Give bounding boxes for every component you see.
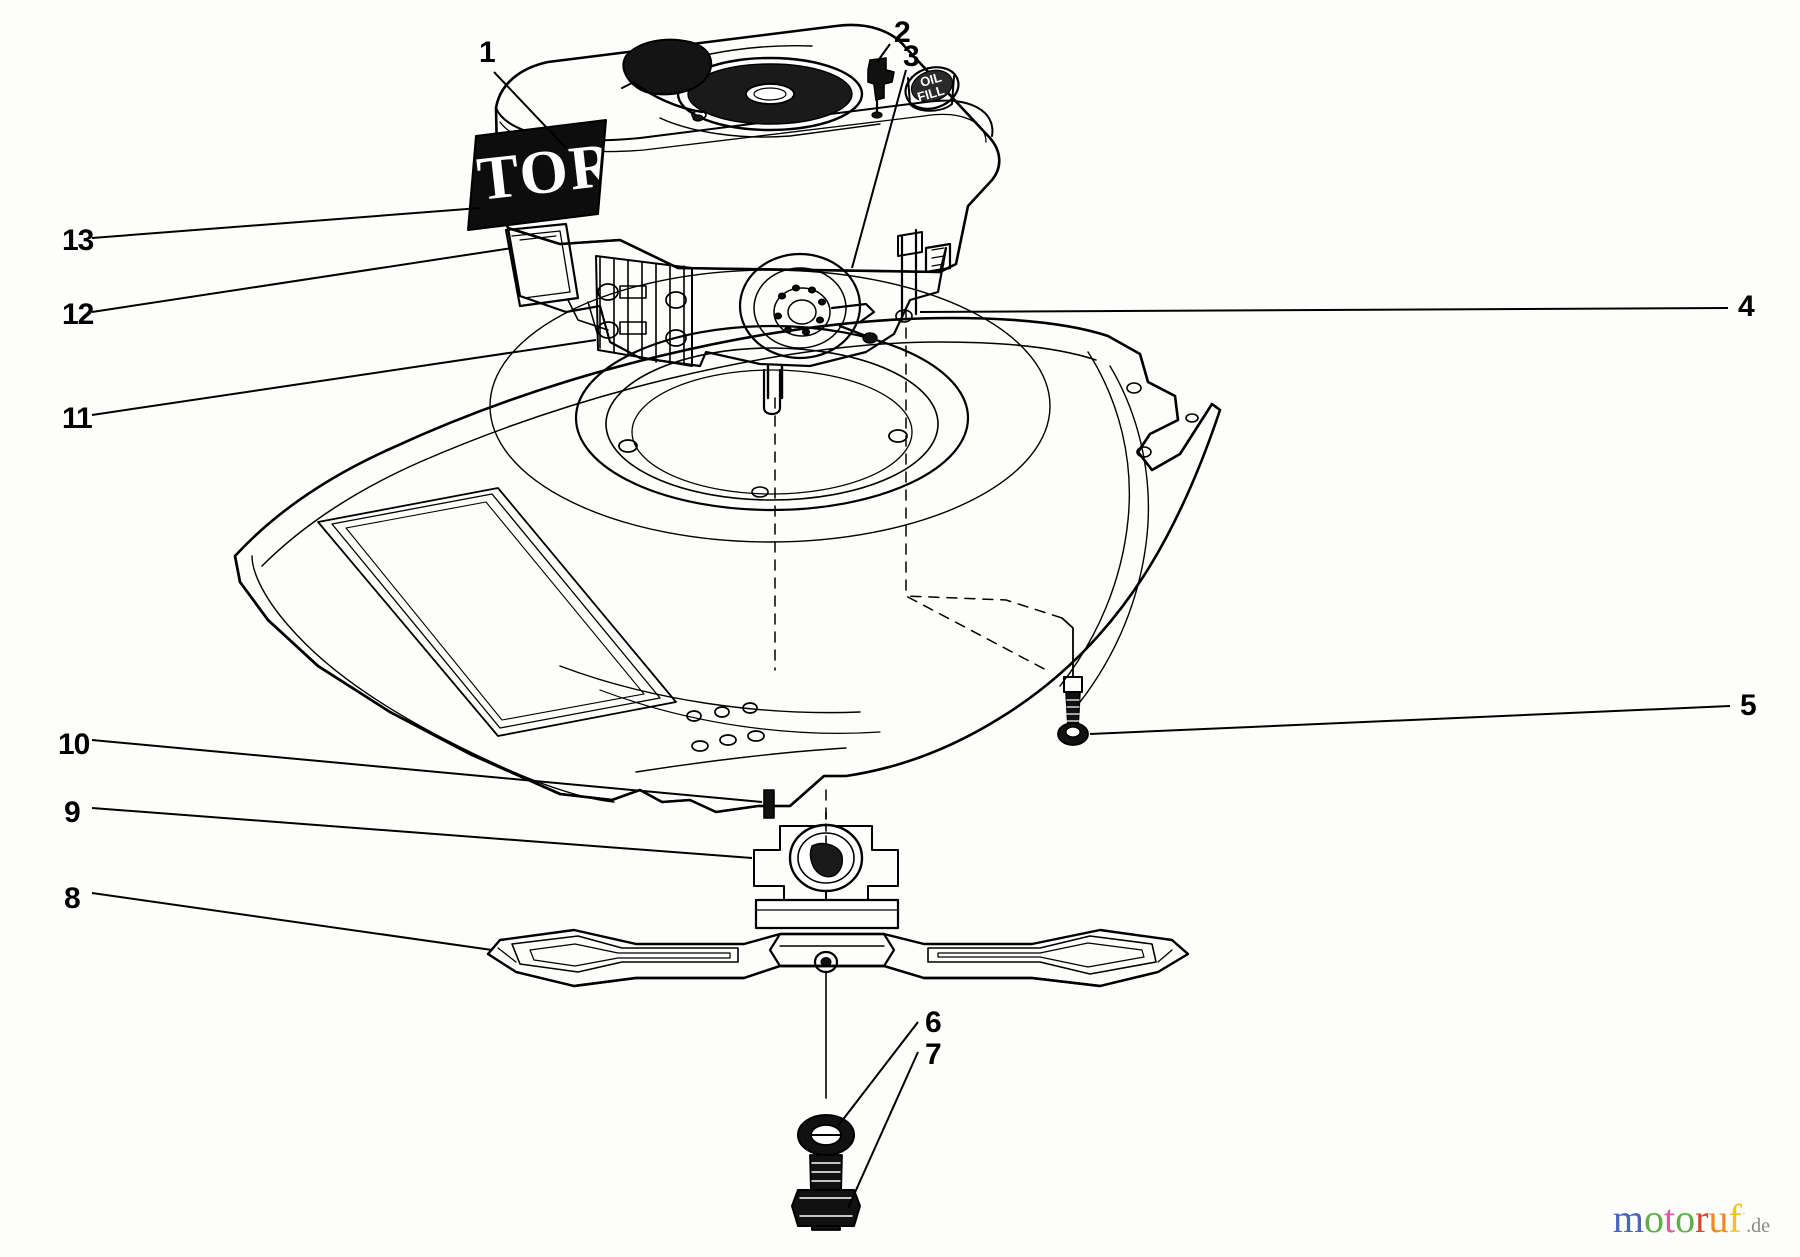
callout-number-muffler: 12	[62, 298, 94, 331]
leader-line-10	[91, 739, 763, 803]
starter-rope-handle	[621, 38, 713, 120]
engine-mount-posts	[895, 228, 952, 323]
watermark-letter: u	[1708, 1196, 1729, 1241]
deck-screw-part5	[1057, 617, 1089, 746]
callout-number-blade-drive-key: 10	[58, 728, 90, 761]
callout-number-cutting-blade: 8	[64, 882, 81, 915]
oil-fill-cap	[904, 66, 960, 112]
leader-line-5	[1089, 705, 1731, 735]
alignment-centerlines	[774, 309, 1063, 827]
callout-number-deck-screw: 5	[1740, 689, 1757, 722]
watermark-letter: m	[1612, 1196, 1644, 1241]
watermark-letter: o	[1643, 1196, 1664, 1241]
engine-assembly	[467, 23, 1001, 400]
callout-number-oil-fill-cap: 3	[903, 40, 920, 73]
watermark-letter: t	[1663, 1196, 1676, 1241]
callout-number-hex-bolt: 7	[925, 1038, 942, 1071]
muffler	[504, 222, 580, 308]
callout-number-lock-washer: 6	[925, 1006, 942, 1039]
leader-line-4	[919, 307, 1729, 313]
carburetor-housing	[738, 252, 878, 360]
leader-line-9	[91, 807, 753, 859]
watermark-letter: f	[1728, 1196, 1742, 1241]
callout-number-spark-plug: 2	[894, 16, 911, 49]
callout-number-cylinder-head: 11	[62, 402, 93, 435]
cylinder-head-fins	[595, 255, 693, 367]
callout-number-engine-mount-bolt: 4	[1738, 290, 1755, 323]
blade-bolt-assembly	[791, 971, 861, 1231]
leader-line-11	[91, 339, 597, 416]
leader-line-8	[91, 892, 493, 951]
oil-fill-cap-text: OIL FILL	[916, 69, 947, 104]
cutting-blade	[486, 928, 1190, 988]
toro-decal	[467, 119, 607, 231]
watermark-letter: o	[1675, 1196, 1696, 1241]
callout-number-engine-assembly: 1	[479, 36, 496, 69]
watermark-letter: r	[1695, 1196, 1709, 1241]
watermark-dot-mark: ·	[1741, 1205, 1747, 1221]
motoruf-watermark: motoruf·.de	[1613, 1199, 1770, 1239]
recoil-starter-grille	[659, 45, 881, 138]
blade-drive-key	[763, 789, 775, 819]
leader-line-1	[493, 71, 567, 149]
leader-line-13	[91, 207, 481, 239]
leader-line-6	[837, 1021, 919, 1127]
mower-deck-housing	[233, 269, 1222, 814]
callout-number-engine-shroud-decal: 13	[62, 224, 94, 257]
callout-number-blade-adapter-hub: 9	[64, 796, 81, 829]
leader-line-12	[91, 247, 513, 313]
svg-text:OIL: OIL	[918, 69, 943, 89]
spark-plug	[867, 57, 895, 119]
svg-text:FILL: FILL	[916, 83, 947, 105]
leader-lines	[91, 43, 1731, 1209]
blade-adapter-hub	[753, 811, 900, 930]
leader-line-2	[876, 43, 891, 63]
leader-line-3	[851, 69, 907, 269]
watermark-tld: .de	[1746, 1215, 1770, 1237]
leader-line-7	[847, 1051, 919, 1209]
